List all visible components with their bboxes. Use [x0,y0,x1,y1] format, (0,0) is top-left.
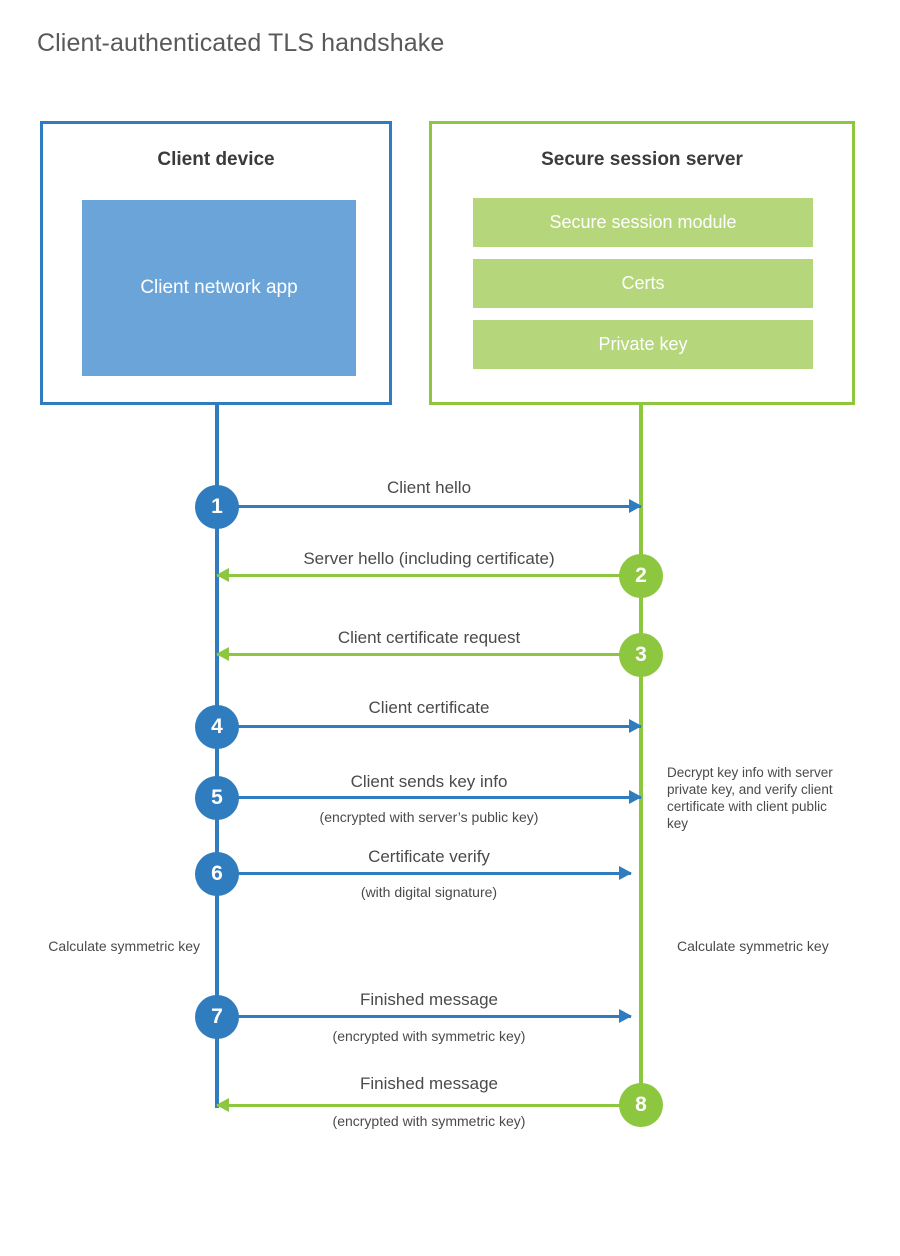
server-module-certs: Certs [473,259,813,308]
step-6-label: Certificate verify [368,847,490,866]
step-3-label: Client certificate request [337,628,521,647]
step-4-arrow [217,719,642,733]
arrowhead-left-icon [216,647,229,661]
step-7-circle[interactable]: 7 [195,995,239,1039]
client-device-box: Client device Client network app [40,121,392,405]
step-1-circle[interactable]: 1 [195,485,239,529]
step-1-label: Client hello [386,478,472,497]
step-2-arrow [216,568,641,582]
step-5-label: Client sends key info [350,772,508,791]
step-3-arrow [216,647,641,661]
client-lifeline [215,405,219,1108]
step-6-sublabel: (with digital signature) [360,884,498,900]
decrypt-key-info-note: Decrypt key info with server private key… [667,765,833,831]
secure-session-server-title: Secure session server [541,149,743,170]
step-8-arrow [216,1098,641,1112]
step-7-label: Finished message [360,990,498,1009]
step-6-circle[interactable]: 6 [195,852,239,896]
step-2-circle[interactable]: 2 [619,554,663,598]
server-module-private-key: Private key [473,320,813,369]
step-5-sublabel: (encrypted with server’s public key) [319,809,539,825]
step-2-label: Server hello (including certificate) [303,549,555,568]
arrowhead-left-icon [216,1098,229,1112]
step-5-circle[interactable]: 5 [195,776,239,820]
client-calculate-symmetric-key-note: Calculate symmetric key [48,938,200,954]
arrowhead-right-icon [619,1009,632,1023]
step-5-arrow [217,790,642,804]
step-8-sublabel: (encrypted with symmetric key) [332,1113,526,1129]
server-lifeline [639,405,643,1105]
step-3-circle[interactable]: 3 [619,633,663,677]
arrowhead-right-icon [629,499,642,513]
arrowhead-right-icon [619,866,632,880]
arrowhead-right-icon [629,790,642,804]
step-8-circle[interactable]: 8 [619,1083,663,1127]
arrowhead-right-icon [629,719,642,733]
client-network-app-block: Client network app [82,200,356,376]
step-4-label: Client certificate [368,698,490,717]
server-modules-list: Secure session module Certs Private key [473,198,813,369]
server-module-secure-session-module: Secure session module [473,198,813,247]
server-calculate-symmetric-key-note: Calculate symmetric key [677,938,829,954]
step-7-sublabel: (encrypted with symmetric key) [332,1028,526,1044]
step-8-label: Finished message [360,1074,498,1093]
diagram-title: Client-authenticated TLS handshake [37,29,445,57]
step-6-arrow [217,866,632,880]
step-7-arrow [217,1009,632,1023]
client-device-title: Client device [157,149,275,170]
secure-session-server-box: Secure session server Secure session mod… [429,121,855,405]
arrowhead-left-icon [216,568,229,582]
step-4-circle[interactable]: 4 [195,705,239,749]
step-1-arrow [217,499,642,513]
